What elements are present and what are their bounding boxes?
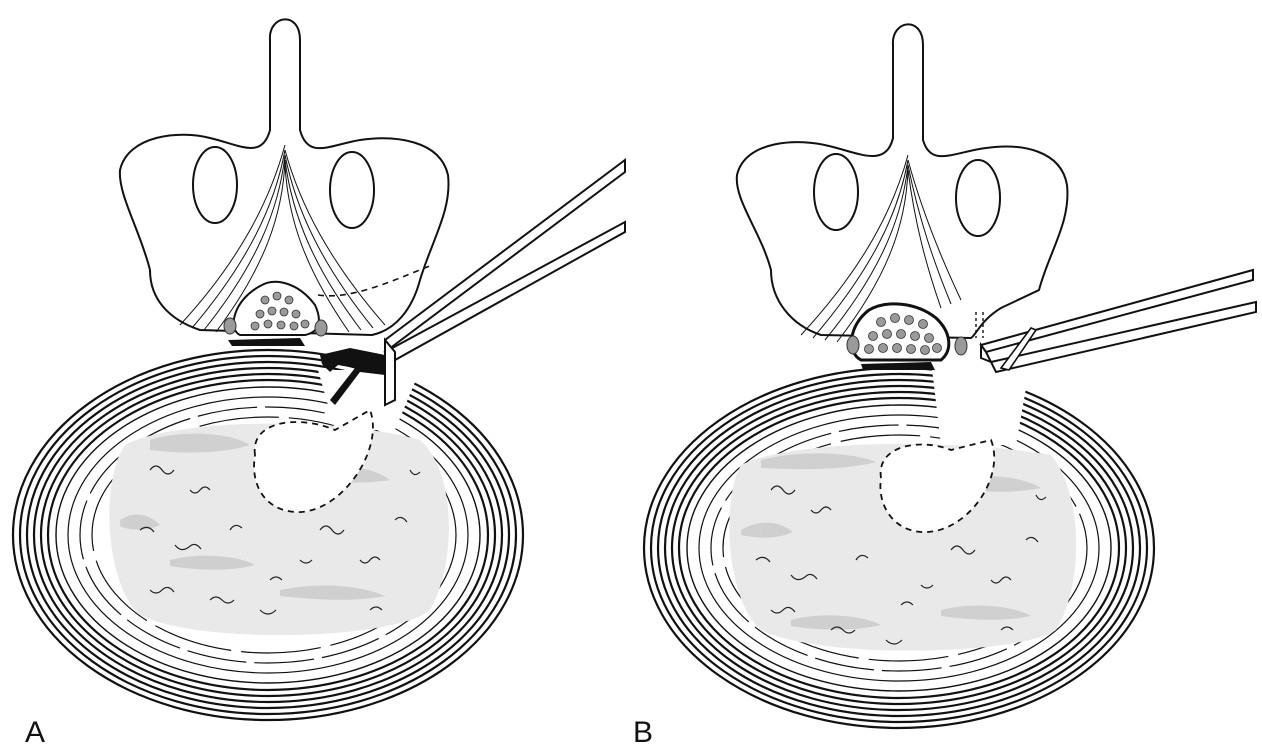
left-nerve-root	[847, 336, 859, 354]
annulus-channel	[931, 360, 1031, 445]
right-facet-joint	[330, 152, 374, 228]
posterior-ligament	[228, 338, 305, 346]
panel-a: A	[0, 0, 631, 753]
panel-b-illustration	[631, 0, 1262, 753]
posterior-ligament	[861, 362, 935, 370]
panel-a-illustration	[0, 0, 631, 753]
panel-b: B	[631, 0, 1262, 753]
left-nerve-root	[224, 318, 236, 334]
right-nerve-root	[955, 337, 967, 355]
left-facet-joint	[814, 154, 858, 230]
left-facet-joint	[193, 147, 237, 223]
panel-label-a: A	[25, 716, 45, 750]
right-nerve-root	[315, 320, 327, 336]
lamina-and-facets	[737, 24, 1068, 338]
panel-label-b: B	[633, 716, 653, 750]
right-facet-joint	[956, 160, 1000, 236]
